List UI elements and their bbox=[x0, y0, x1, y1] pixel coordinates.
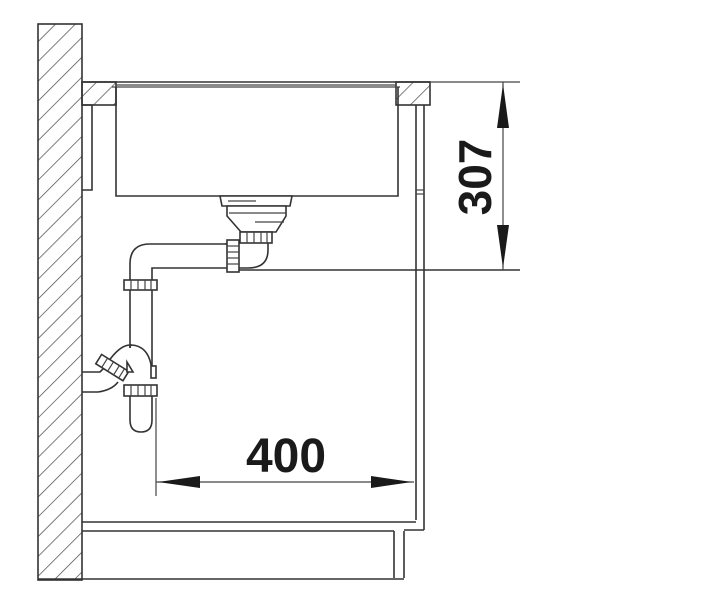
cabinet-left-panel bbox=[82, 104, 93, 191]
dimension-label-400: 400 bbox=[246, 430, 326, 483]
cabinet-right-panel bbox=[404, 105, 425, 531]
countertop bbox=[81, 81, 431, 106]
dimension-label-307: 307 bbox=[449, 139, 501, 216]
dimension-307: 307 bbox=[430, 81, 520, 270]
cabinet-base bbox=[38, 521, 416, 580]
dimension-400: 400 bbox=[155, 398, 414, 496]
drain-strainer bbox=[219, 195, 293, 244]
sink-bowl bbox=[115, 87, 399, 197]
p-trap bbox=[82, 279, 158, 433]
waste-pipe bbox=[129, 239, 520, 282]
wall bbox=[37, 23, 83, 581]
